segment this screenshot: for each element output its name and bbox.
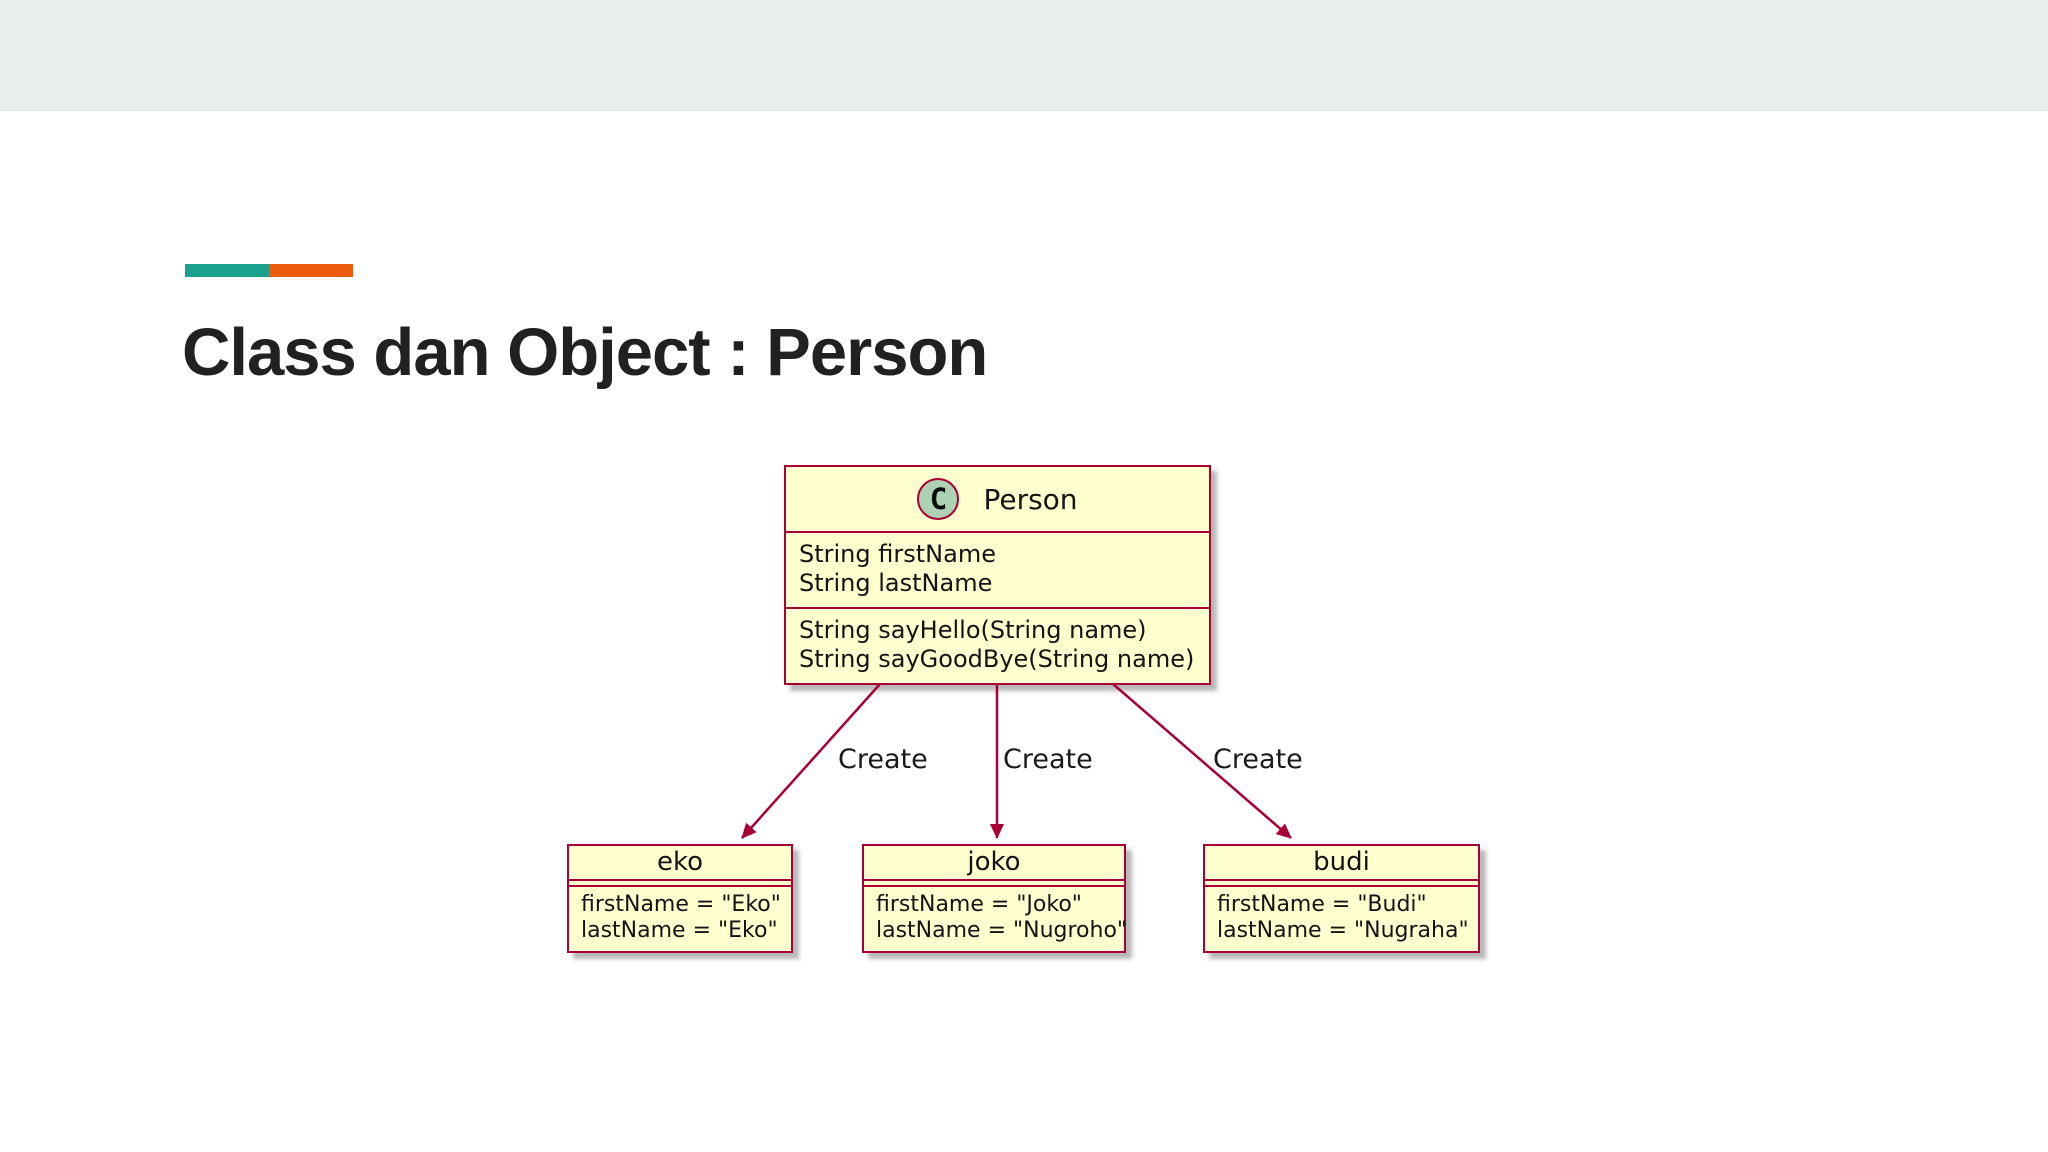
object-fields-compartment: firstName = "Eko" lastName = "Eko": [569, 887, 791, 951]
edge-label-create: Create: [1003, 744, 1093, 775]
uml-class-person: C Person String firstName String lastNam…: [784, 465, 1211, 685]
accent-orange-segment: [269, 264, 353, 277]
object-field: lastName = "Nugraha": [1217, 918, 1469, 943]
object-header-divider: [1205, 881, 1478, 887]
class-methods-compartment: String sayHello(String name) String sayG…: [786, 607, 1209, 683]
title-accent-bar: [185, 264, 353, 277]
class-fields-compartment: String firstName String lastName: [786, 533, 1209, 607]
class-method: String sayHello(String name): [799, 616, 1147, 644]
object-field: firstName = "Budi": [1217, 892, 1427, 917]
object-field: firstName = "Joko": [876, 892, 1082, 917]
edge-label-create: Create: [1213, 744, 1303, 775]
class-name: Person: [983, 482, 1078, 516]
class-field: String firstName: [799, 540, 996, 568]
object-header-divider: [864, 881, 1124, 887]
uml-object-budi: budi firstName = "Budi" lastName = "Nugr…: [1203, 844, 1480, 953]
object-name: eko: [569, 846, 791, 881]
object-field: lastName = "Eko": [581, 918, 778, 943]
object-name: joko: [864, 846, 1124, 881]
class-method: String sayGoodBye(String name): [799, 645, 1195, 673]
class-stereotype-icon: C: [917, 478, 960, 520]
uml-object-eko: eko firstName = "Eko" lastName = "Eko": [567, 844, 793, 953]
class-stereotype-letter: C: [929, 482, 948, 516]
uml-class-header: C Person: [786, 467, 1209, 533]
accent-teal-segment: [185, 264, 269, 277]
object-fields-compartment: firstName = "Budi" lastName = "Nugraha": [1205, 887, 1478, 951]
edge-label-create: Create: [838, 744, 928, 775]
object-field: firstName = "Eko": [581, 892, 781, 917]
object-fields-compartment: firstName = "Joko" lastName = "Nugroho": [864, 887, 1128, 951]
page-title: Class dan Object : Person: [182, 315, 988, 390]
class-field: String lastName: [799, 569, 993, 597]
object-header-divider: [569, 881, 791, 887]
uml-object-joko: joko firstName = "Joko" lastName = "Nugr…: [862, 844, 1128, 953]
object-field: lastName = "Nugroho": [876, 918, 1128, 943]
object-name: budi: [1205, 846, 1478, 881]
top-decorative-band: [0, 0, 2048, 111]
